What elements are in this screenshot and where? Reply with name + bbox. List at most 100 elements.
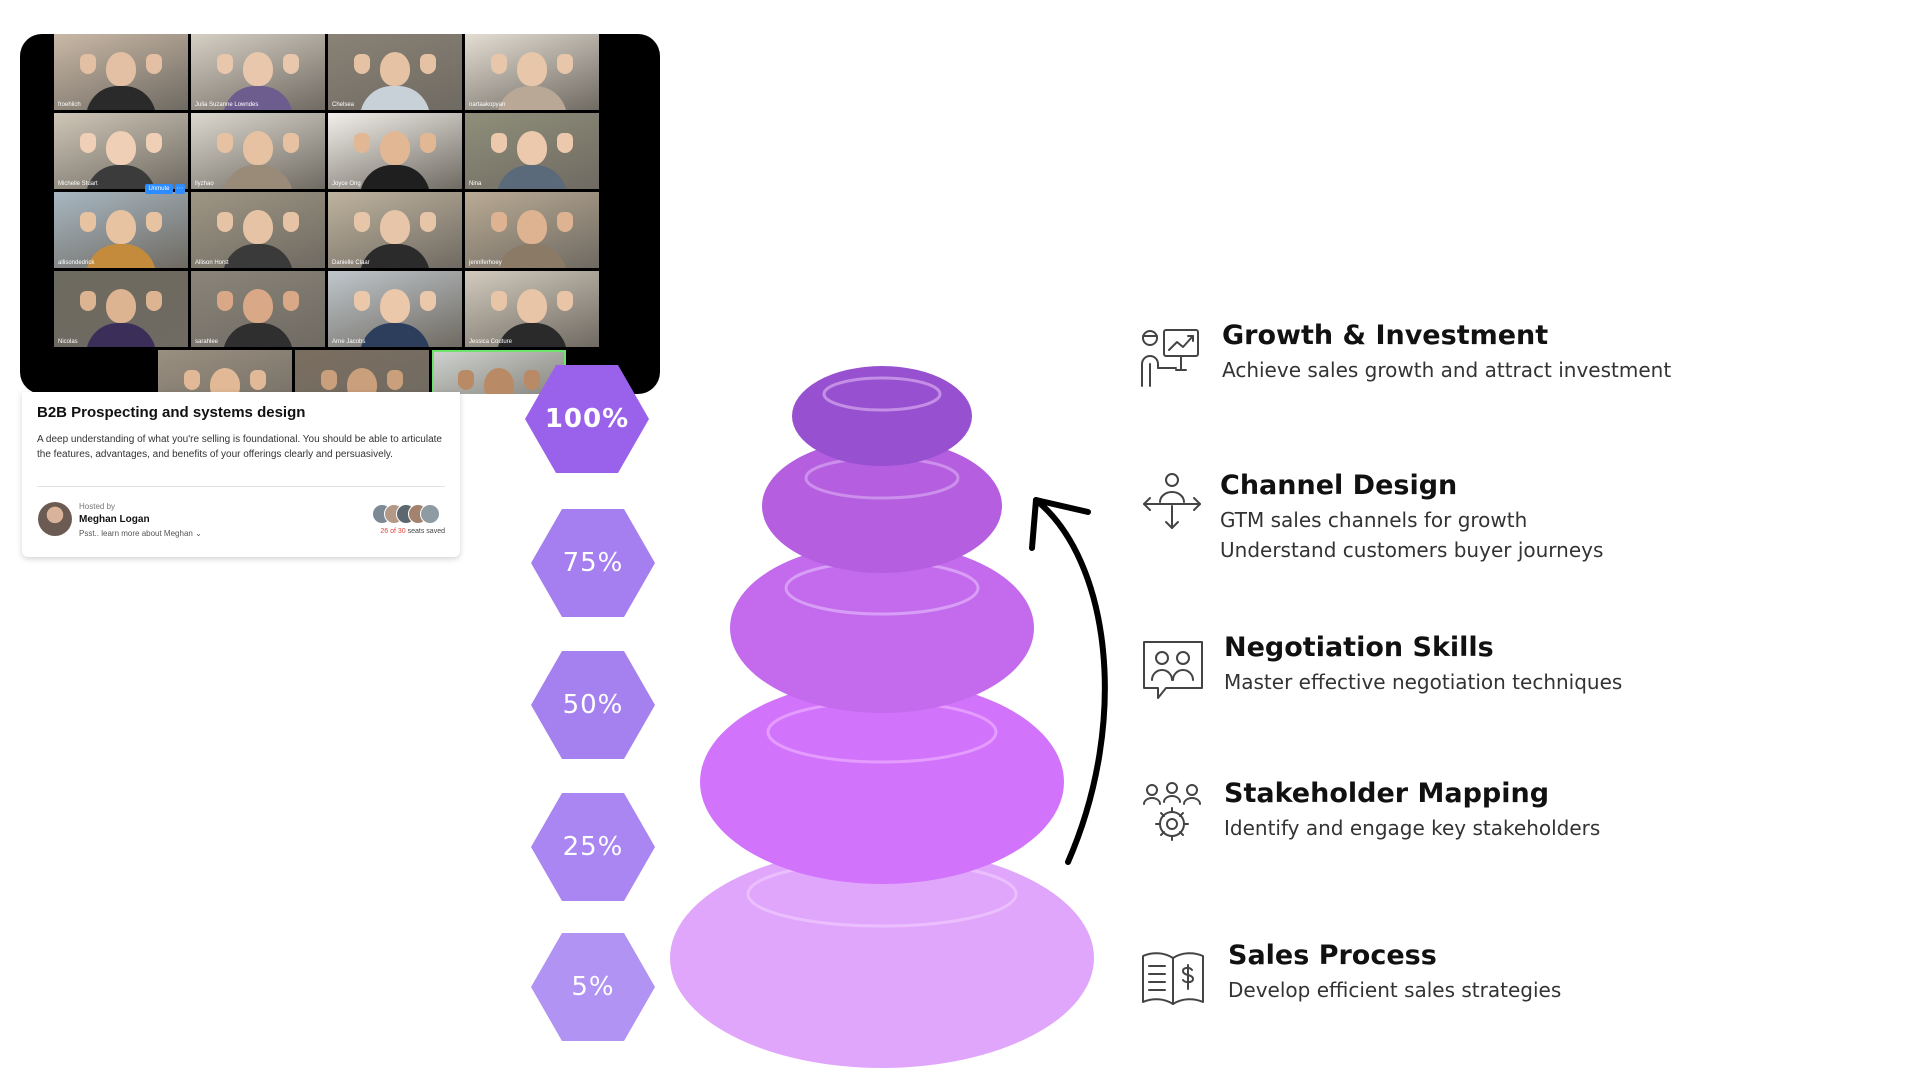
participant-tile[interactable] (158, 350, 292, 394)
upward-arrow (1033, 497, 1108, 865)
waving-hand (420, 54, 436, 74)
participant-tile[interactable]: Allison Horst (191, 192, 325, 268)
participant-tile[interactable]: froehlich (54, 34, 188, 110)
participant-face (380, 210, 410, 244)
level-title: Negotiation Skills (1224, 632, 1494, 663)
participant-tile[interactable]: Nina (465, 113, 599, 189)
participant-tile[interactable]: Nicolas (54, 271, 188, 347)
participant-face (243, 131, 273, 165)
waving-hand (491, 212, 507, 232)
level-description: Identify and engage key stakeholders (1224, 816, 1601, 840)
host-name[interactable]: Meghan Logan (79, 514, 150, 525)
stone-sales-process (670, 848, 1094, 1068)
participant-face (484, 368, 514, 394)
attendee-avatars (372, 504, 442, 524)
participant-tile[interactable]: sarahlee (191, 271, 325, 347)
participant-body (223, 323, 293, 347)
participant-body (360, 323, 430, 347)
level-description: Achieve sales growth and attract investm… (1222, 358, 1672, 382)
unmute-button[interactable]: Unmute (145, 184, 173, 194)
participant-body (360, 244, 430, 268)
waving-hand (524, 370, 540, 390)
participant-name: nartaakopyan (469, 102, 506, 108)
participant-body (360, 165, 430, 189)
participant-name: Danielle Claar (332, 260, 370, 266)
participant-face (380, 131, 410, 165)
team-gear-icon (1143, 782, 1201, 841)
book-dollar-icon (1142, 952, 1204, 1005)
waving-hand (491, 291, 507, 311)
participant-body (86, 323, 156, 347)
participant-tile[interactable]: Michelle Stuart (54, 113, 188, 189)
stone-stack (670, 366, 1108, 1068)
participant-body (497, 86, 567, 110)
participant-name: Allison Horst (195, 260, 229, 266)
waving-hand (321, 370, 337, 390)
more-options-button[interactable]: ⋯ (175, 184, 185, 194)
level-title: Growth & Investment (1222, 320, 1549, 351)
participant-face (517, 289, 547, 323)
participant-tile[interactable]: nartaakopyan (465, 34, 599, 110)
waving-hand (557, 54, 573, 74)
hex-level-50: 50% (531, 651, 655, 759)
event-card[interactable]: B2B Prospecting and systems design A dee… (22, 392, 460, 557)
host-avatar[interactable] (38, 502, 72, 536)
level-stakeholder-mapping: Stakeholder Mapping Identify and engage … (1224, 778, 1600, 843)
waving-hand (217, 212, 233, 232)
participant-body (360, 86, 430, 110)
participant-body (86, 244, 156, 268)
stone-ring (822, 376, 942, 412)
waving-hand (146, 54, 162, 74)
participant-tile[interactable]: Chelsea (328, 34, 462, 110)
waving-hand (146, 133, 162, 153)
participant-face (517, 52, 547, 86)
participant-face (106, 210, 136, 244)
participant-name: allisondedrick (58, 260, 95, 266)
hosted-by-label: Hosted by (79, 502, 116, 511)
participant-face (243, 210, 273, 244)
waving-hand (217, 291, 233, 311)
participant-tile[interactable]: Joyce Ong (328, 113, 462, 189)
waving-hand (146, 212, 162, 232)
participant-name: Chelsea (332, 102, 355, 108)
participant-tile[interactable]: Arne Jacobs (328, 271, 462, 347)
hex-level-100: 100% (525, 365, 649, 473)
participant-tile[interactable] (295, 350, 429, 394)
host-more-link[interactable]: Psst.. learn more about Meghan ⌄ (79, 529, 202, 538)
avatar (420, 504, 440, 524)
waving-hand (250, 370, 266, 390)
seats-count: 26 of 30 (380, 528, 406, 535)
participant-body (223, 244, 293, 268)
waving-hand (458, 370, 474, 390)
level-title: Stakeholder Mapping (1224, 778, 1550, 809)
participant-face (106, 289, 136, 323)
level-description: Understand customers buyer journeys (1220, 538, 1604, 562)
waving-hand (420, 133, 436, 153)
waving-hand (420, 212, 436, 232)
participant-name: sarahlee (195, 339, 219, 345)
participant-tile[interactable]: allisondedrick (54, 192, 188, 268)
participant-name: Joyce Ong (332, 181, 361, 187)
participant-tile[interactable]: jenniferhoey (465, 192, 599, 268)
participant-name: Nina (469, 181, 482, 187)
waving-hand (283, 291, 299, 311)
waving-hand (146, 291, 162, 311)
participant-face (517, 210, 547, 244)
participant-tile[interactable]: llyzhao (191, 113, 325, 189)
waving-hand (80, 54, 96, 74)
participant-face (106, 131, 136, 165)
stone-channel-design (762, 439, 1002, 573)
participant-face (243, 289, 273, 323)
waving-hand (557, 212, 573, 232)
event-title: B2B Prospecting and systems design (37, 404, 306, 421)
presentation-growth-icon (1141, 329, 1199, 387)
participant-tile[interactable] (432, 350, 566, 394)
participant-tile[interactable]: Julia Suzanne Lowndes (191, 34, 325, 110)
participant-tile[interactable]: Jessica Couture (465, 271, 599, 347)
participant-face (243, 52, 273, 86)
waving-hand (354, 54, 370, 74)
level-sales-process: Sales Process Develop efficient sales st… (1228, 940, 1561, 1005)
waving-hand (354, 291, 370, 311)
participant-tile[interactable]: Danielle Claar (328, 192, 462, 268)
waving-hand (283, 54, 299, 74)
